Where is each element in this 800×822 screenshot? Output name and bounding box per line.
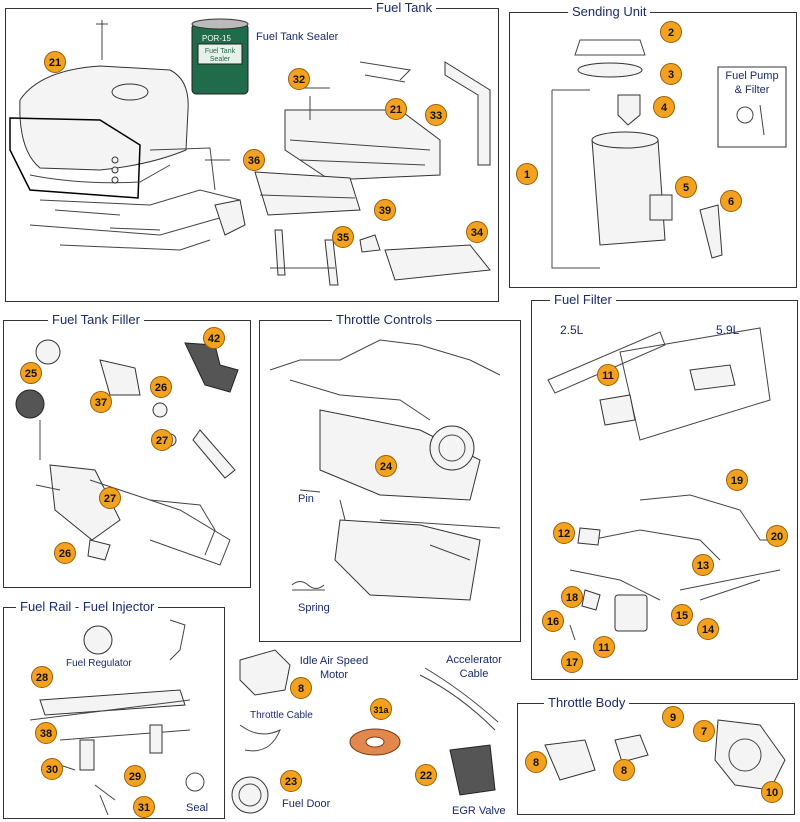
- badge-part-11-bottom: 11: [593, 636, 615, 658]
- badge-part-3: 3: [660, 63, 682, 85]
- badge-part-7: 7: [693, 720, 715, 742]
- label-engine-59: 5.9L: [716, 323, 740, 337]
- badge-part-39: 39: [374, 199, 396, 221]
- badge-part-5: 5: [675, 176, 697, 198]
- badge-part-42: 42: [203, 327, 225, 349]
- fuel-filter-illustration: [547, 327, 781, 641]
- panel-fuel-rail: [3, 607, 225, 819]
- panel-title-throttle-controls: Throttle Controls: [332, 313, 437, 327]
- badge-part-1: 1: [516, 163, 538, 185]
- badge-part-27-bottom: 27: [99, 487, 121, 509]
- panel-title-sending-unit: Sending Unit: [568, 5, 651, 19]
- fuel-filler-illustration: [15, 339, 239, 566]
- label-accelerator-1: Accelerator: [446, 654, 502, 666]
- throttle-body-illustration: [544, 719, 786, 791]
- badge-part-21-skid: 21: [385, 98, 407, 120]
- label-engine-25: 2.5L: [560, 323, 584, 337]
- badge-part-23: 23: [280, 770, 302, 792]
- label-accelerator-2: Cable: [459, 668, 489, 680]
- sealer-can-text: Fuel Tank Sealer: [204, 48, 236, 63]
- skid-plate-illustration: [214, 61, 491, 286]
- label-fuel-pump-filter-1: Fuel Pump: [725, 70, 779, 82]
- badge-part-32: 32: [288, 68, 310, 90]
- badge-part-26-bottom: 26: [54, 542, 76, 564]
- label-throttle-cable: Throttle Cable: [250, 710, 313, 721]
- badge-part-12: 12: [553, 522, 575, 544]
- badge-part-31: 31: [133, 796, 155, 818]
- label-idle-air-2: Motor: [319, 669, 349, 681]
- badge-part-22: 22: [415, 764, 437, 786]
- badge-part-19: 19: [726, 469, 748, 491]
- label-pin: Pin: [298, 493, 314, 505]
- badge-part-4: 4: [653, 96, 675, 118]
- fuel-tank-illustration: [9, 20, 241, 251]
- badge-part-27-top: 27: [151, 429, 173, 451]
- badge-part-33: 33: [425, 104, 447, 126]
- misc-parts-illustration: [231, 649, 499, 814]
- badge-part-29: 29: [124, 765, 146, 787]
- badge-part-8-iac: 8: [290, 677, 312, 699]
- badge-part-6: 6: [720, 190, 742, 212]
- badge-part-37: 37: [90, 391, 112, 413]
- sealer-can-brand: POR-15: [202, 34, 231, 43]
- badge-part-9: 9: [662, 706, 684, 728]
- fuel-rail-illustration: [29, 619, 205, 816]
- badge-part-17: 17: [561, 651, 583, 673]
- badge-part-21-tank: 21: [44, 51, 66, 73]
- sending-unit-illustration: [551, 39, 787, 269]
- label-idle-air-1: Idle Air Speed: [299, 655, 369, 667]
- badge-part-20: 20: [766, 525, 788, 547]
- panel-fuel-filter: [531, 300, 798, 680]
- badge-part-8-mid: 8: [613, 759, 635, 781]
- label-fuel-regulator: Fuel Regulator: [66, 658, 132, 669]
- label-seal: Seal: [186, 802, 209, 814]
- badge-part-16: 16: [542, 610, 564, 632]
- badge-part-11-top: 11: [597, 364, 619, 386]
- throttle-controls-illustration: [269, 339, 501, 601]
- panel-title-throttle-body: Throttle Body: [544, 696, 630, 710]
- panel-title-fuel-tank-filler: Fuel Tank Filler: [48, 313, 144, 327]
- badge-part-31a: 31a: [370, 698, 392, 720]
- badge-part-38: 38: [35, 722, 57, 744]
- label-spring: Spring: [298, 602, 330, 614]
- panel-title-fuel-filter: Fuel Filter: [550, 293, 616, 307]
- badge-part-25: 25: [20, 362, 42, 384]
- sealer-can-illustration: [191, 18, 249, 95]
- panel-title-fuel-rail: Fuel Rail - Fuel Injector: [16, 600, 159, 614]
- badge-part-34: 34: [466, 221, 488, 243]
- badge-part-26-top: 26: [150, 376, 172, 398]
- label-egr-valve: EGR Valve: [452, 805, 506, 817]
- label-fuel-tank-sealer: Fuel Tank Sealer: [256, 31, 339, 43]
- badge-part-14: 14: [697, 618, 719, 640]
- badge-part-8-left: 8: [525, 751, 547, 773]
- badge-part-2: 2: [660, 21, 682, 43]
- badge-part-36: 36: [243, 149, 265, 171]
- label-fuel-pump-filter-2: & Filter: [734, 84, 770, 96]
- badge-part-13: 13: [692, 554, 714, 576]
- panel-title-fuel-tank: Fuel Tank: [372, 1, 437, 15]
- badge-part-15: 15: [671, 604, 693, 626]
- badge-part-18: 18: [561, 586, 583, 608]
- badge-part-10: 10: [761, 781, 783, 803]
- badge-part-30: 30: [41, 758, 63, 780]
- badge-part-24: 24: [375, 455, 397, 477]
- label-fuel-door: Fuel Door: [282, 798, 331, 810]
- badge-part-35: 35: [332, 226, 354, 248]
- badge-part-28: 28: [31, 666, 53, 688]
